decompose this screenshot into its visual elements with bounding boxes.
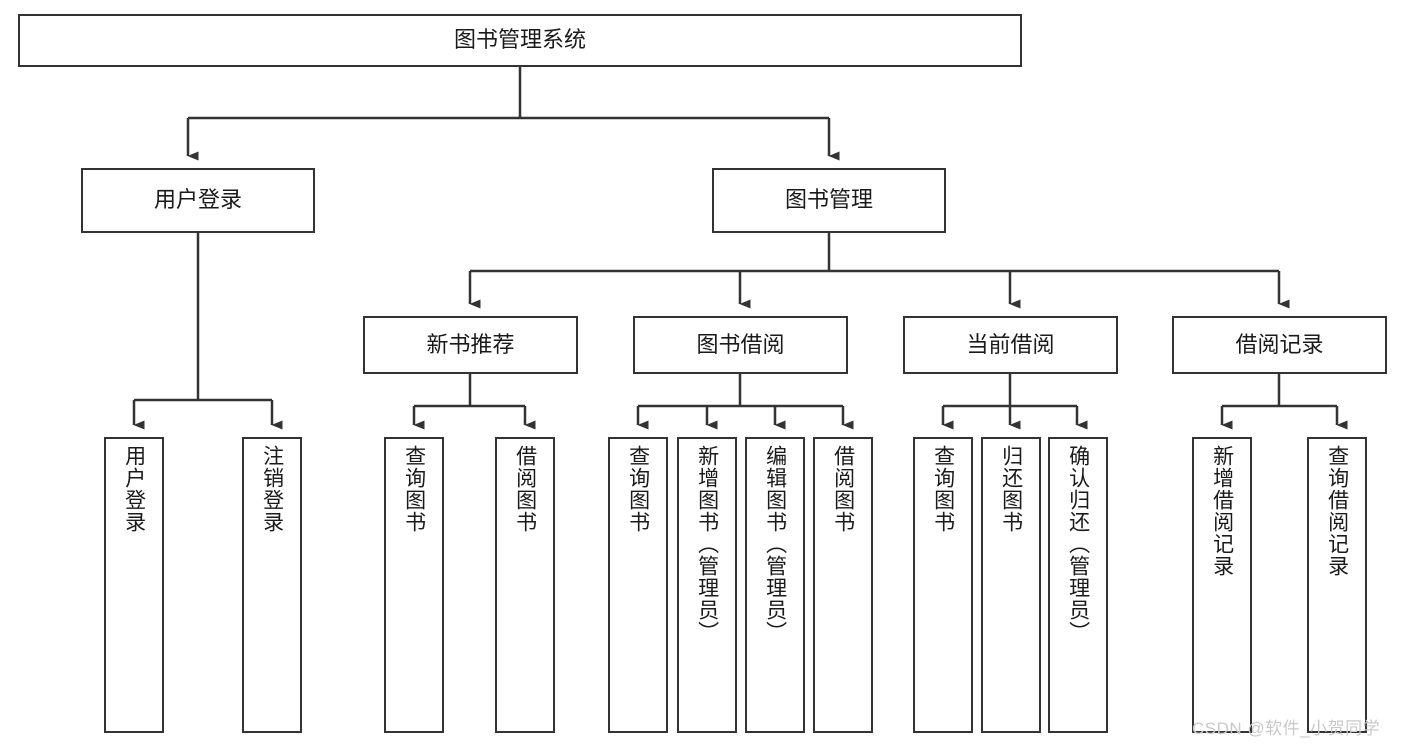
node-book-management-label: 图书管理 <box>784 187 873 213</box>
node-root[interactable]: 图书管理系统 <box>18 14 1022 67</box>
node-current-borrow[interactable]: 当前借阅 <box>903 316 1118 374</box>
leaf-borrow-query-book-label: 查询图书 <box>626 445 650 533</box>
watermark-text: CSDN @软件_小贺同学 <box>1192 719 1381 738</box>
node-book-borrow-label: 图书借阅 <box>696 331 785 357</box>
leaf-confirm-return-admin-label: 确认归还（管理员） <box>1066 445 1090 643</box>
leaf-return-book-label: 归还图书 <box>999 445 1023 533</box>
node-current-borrow-label: 当前借阅 <box>966 331 1055 357</box>
leaf-add-book-admin[interactable]: 新增图书（管理员） <box>677 437 737 733</box>
leaf-add-borrow-record[interactable]: 新增借阅记录 <box>1192 437 1252 733</box>
leaf-new-book-borrow[interactable]: 借阅图书 <box>495 437 555 733</box>
node-borrow-record[interactable]: 借阅记录 <box>1172 316 1387 374</box>
leaf-new-book-query[interactable]: 查询图书 <box>384 437 444 733</box>
node-user-login-label: 用户登录 <box>153 187 242 213</box>
leaf-current-query-book[interactable]: 查询图书 <box>913 437 973 733</box>
leaf-borrow-book-label: 借阅图书 <box>831 445 855 533</box>
leaf-edit-book-admin[interactable]: 编辑图书（管理员） <box>745 437 805 733</box>
node-book-management[interactable]: 图书管理 <box>712 168 946 233</box>
leaf-new-book-borrow-label: 借阅图书 <box>513 445 537 533</box>
leaf-query-borrow-record-label: 查询借阅记录 <box>1325 445 1349 577</box>
leaf-logout-label: 注销登录 <box>260 445 284 533</box>
leaf-borrow-book[interactable]: 借阅图书 <box>813 437 873 733</box>
leaf-user-login-label: 用户登录 <box>122 445 146 533</box>
leaf-borrow-query-book[interactable]: 查询图书 <box>608 437 668 733</box>
leaf-query-borrow-record[interactable]: 查询借阅记录 <box>1307 437 1367 733</box>
node-new-book-recommend[interactable]: 新书推荐 <box>363 316 578 374</box>
leaf-new-book-query-label: 查询图书 <box>402 445 426 533</box>
node-book-borrow[interactable]: 图书借阅 <box>633 316 848 374</box>
node-new-book-recommend-label: 新书推荐 <box>426 331 515 357</box>
leaf-add-book-admin-label: 新增图书（管理员） <box>695 445 719 643</box>
node-borrow-record-label: 借阅记录 <box>1235 331 1324 357</box>
node-user-login[interactable]: 用户登录 <box>81 168 315 233</box>
leaf-edit-book-admin-label: 编辑图书（管理员） <box>763 445 787 643</box>
node-root-label: 图书管理系统 <box>453 27 586 53</box>
leaf-return-book[interactable]: 归还图书 <box>981 437 1041 733</box>
leaf-user-login[interactable]: 用户登录 <box>104 437 164 733</box>
leaf-current-query-book-label: 查询图书 <box>931 445 955 533</box>
leaf-confirm-return-admin[interactable]: 确认归还（管理员） <box>1048 437 1108 733</box>
leaf-logout[interactable]: 注销登录 <box>242 437 302 733</box>
leaf-add-borrow-record-label: 新增借阅记录 <box>1210 445 1234 577</box>
